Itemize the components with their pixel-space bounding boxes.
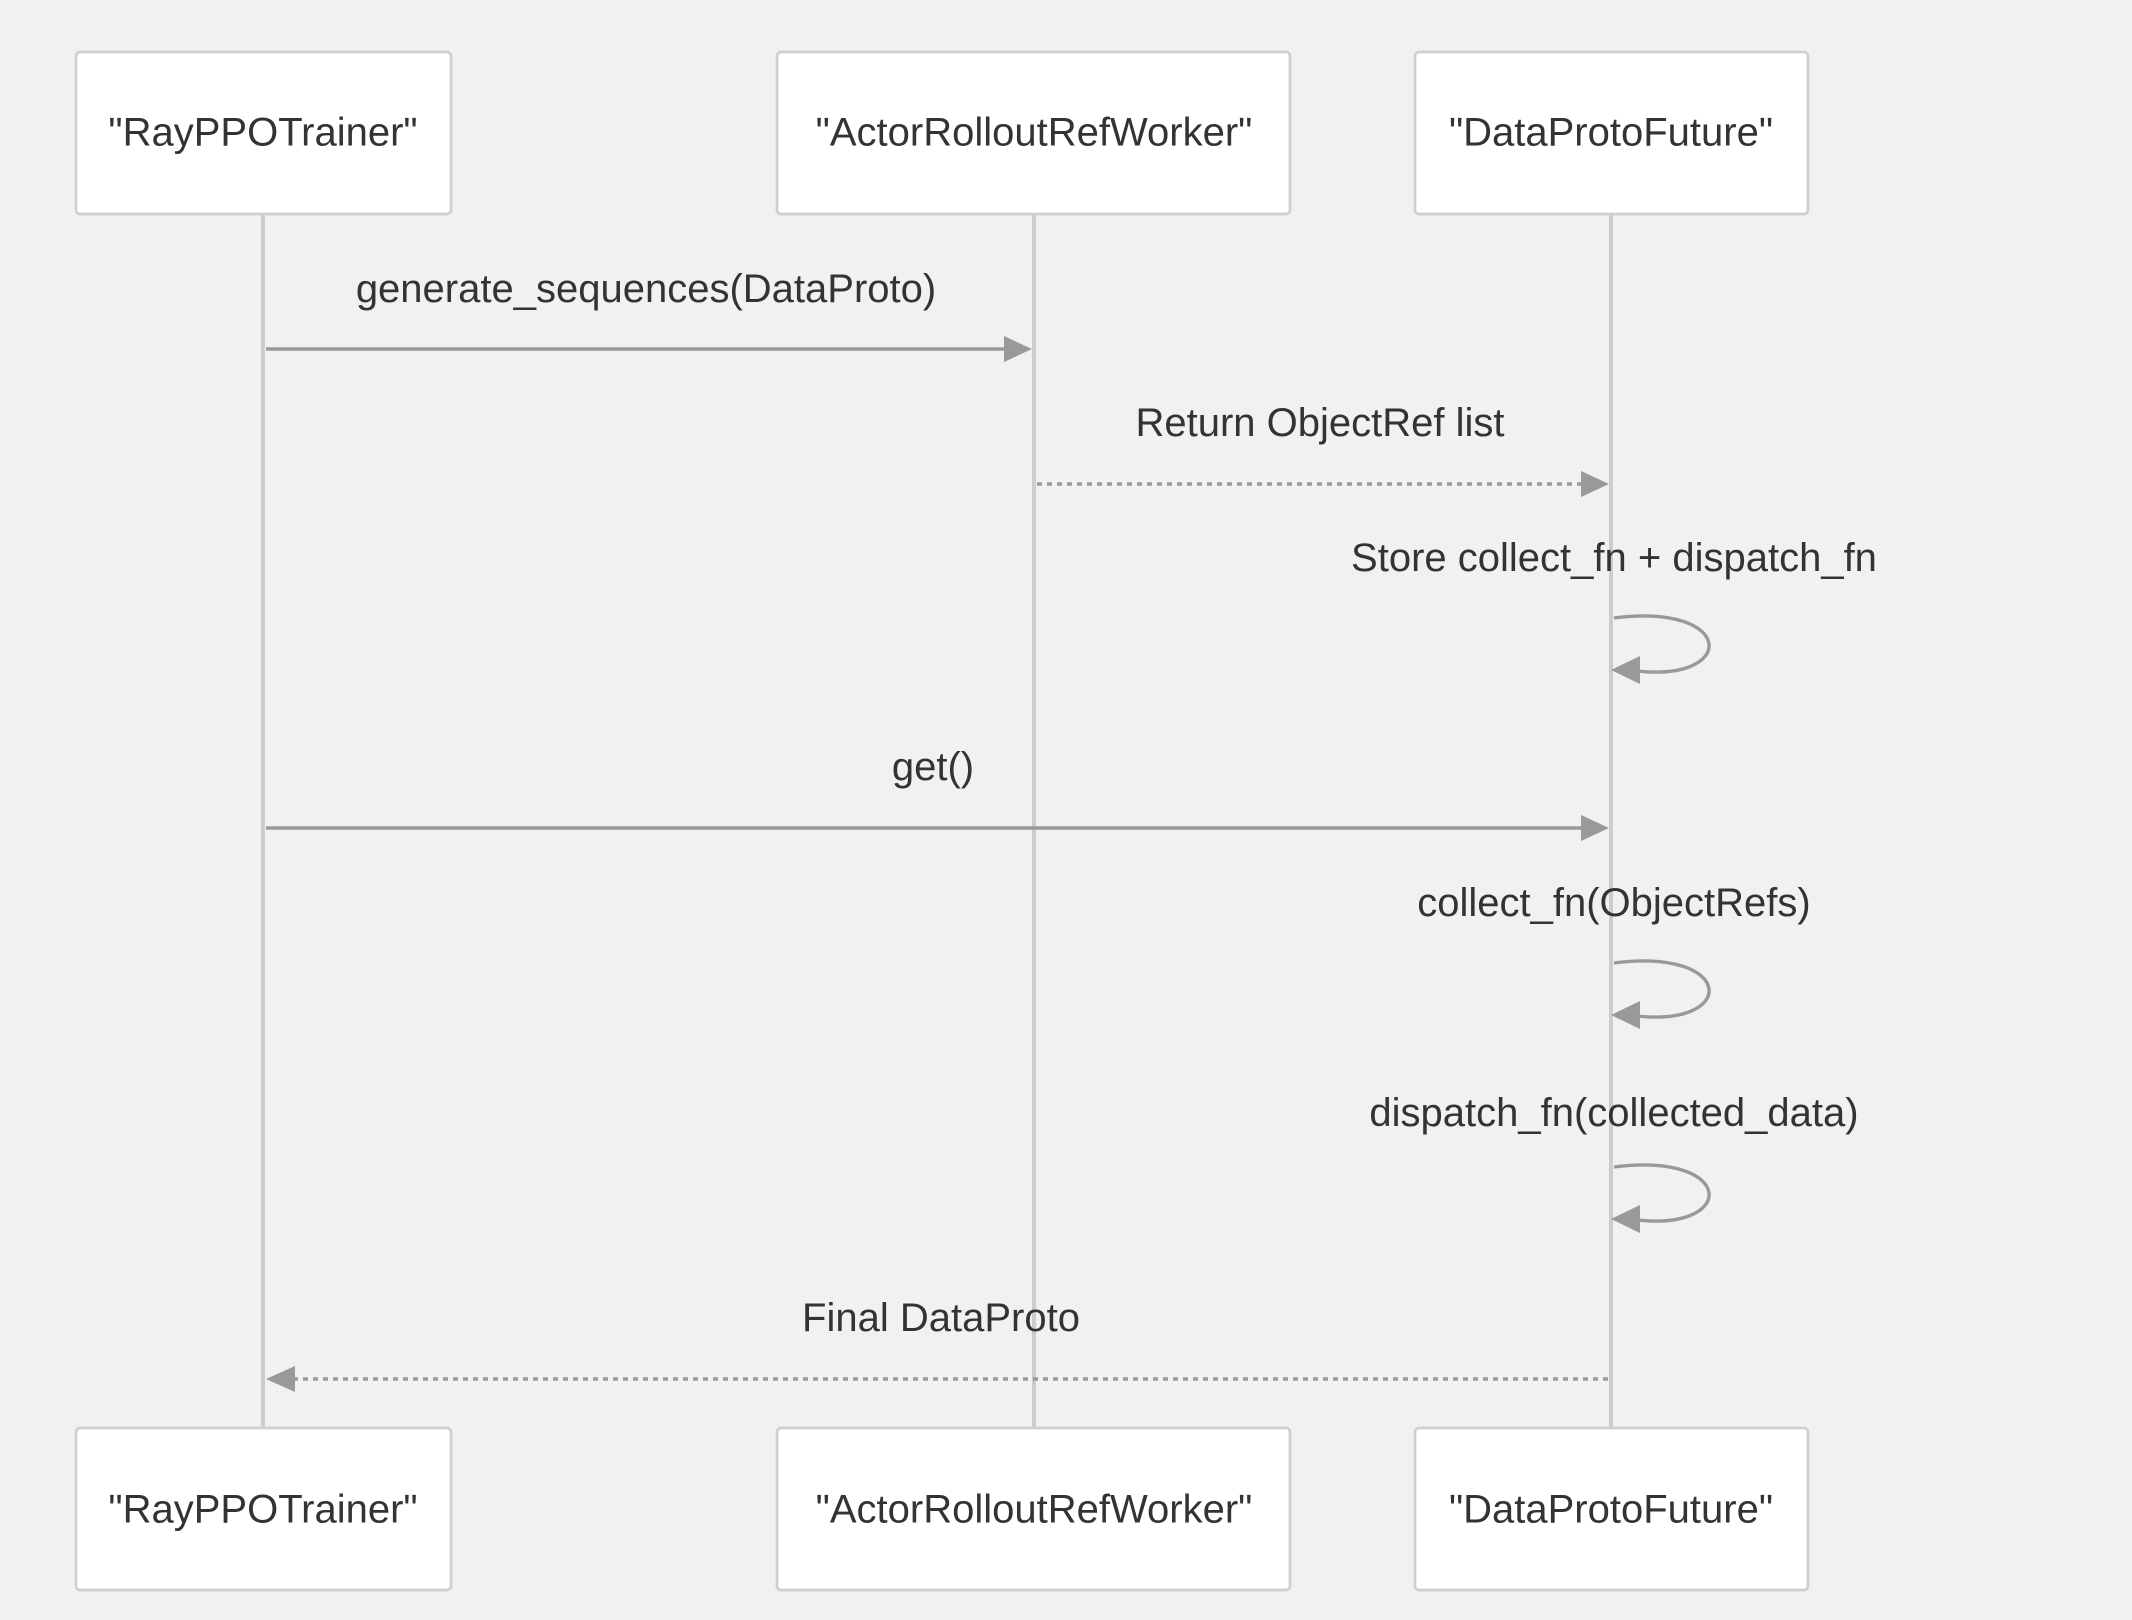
participant-future-top: "DataProtoFuture" xyxy=(1413,50,1810,216)
message-store-fns-self-loop: Store collect_fn + dispatch_fn xyxy=(1351,536,1877,684)
message-return-objectref-list: Return ObjectRef list xyxy=(1037,401,1609,497)
participant-trainer-bottom: "RayPPOTrainer" xyxy=(74,1426,453,1592)
message-get: get() xyxy=(266,745,1609,841)
message-label: collect_fn(ObjectRefs) xyxy=(1417,881,1810,925)
message-label: generate_sequences(DataProto) xyxy=(356,267,936,311)
participant-future-bottom: "DataProtoFuture" xyxy=(1413,1426,1810,1592)
self-loop-arc xyxy=(1613,1163,1711,1223)
message-collect-fn-self-loop: collect_fn(ObjectRefs) xyxy=(1417,881,1811,1029)
participant-label: "RayPPOTrainer" xyxy=(108,1488,417,1532)
message-label: get() xyxy=(892,745,974,789)
arrow-head-icon xyxy=(1611,1001,1640,1029)
participant-worker-bottom: "ActorRolloutRefWorker" xyxy=(775,1426,1292,1592)
self-loop-arc xyxy=(1613,959,1711,1019)
participant-label: "DataProtoFuture" xyxy=(1449,111,1773,155)
participant-label: "ActorRolloutRefWorker" xyxy=(816,111,1253,155)
arrow-head-icon xyxy=(266,1366,295,1392)
arrow-head-icon xyxy=(1611,1205,1640,1233)
arrow-head-icon xyxy=(1611,656,1640,684)
participant-label: "RayPPOTrainer" xyxy=(108,111,417,155)
message-label: Store collect_fn + dispatch_fn xyxy=(1351,536,1877,580)
message-label: Final DataProto xyxy=(802,1296,1080,1340)
participant-label: "DataProtoFuture" xyxy=(1449,1488,1773,1532)
message-final-dataproto: Final DataProto xyxy=(266,1296,1608,1392)
message-generate-sequences: generate_sequences(DataProto) xyxy=(266,267,1032,362)
participant-trainer-top: "RayPPOTrainer" xyxy=(74,50,453,216)
message-label: Return ObjectRef list xyxy=(1135,401,1504,445)
participant-label: "ActorRolloutRefWorker" xyxy=(816,1488,1253,1532)
arrow-head-icon xyxy=(1581,471,1609,497)
arrow-head-icon xyxy=(1581,815,1609,841)
arrow-head-icon xyxy=(1004,336,1032,362)
self-loop-arc xyxy=(1613,614,1711,674)
message-label: dispatch_fn(collected_data) xyxy=(1369,1091,1858,1135)
participant-worker-top: "ActorRolloutRefWorker" xyxy=(775,50,1292,216)
message-dispatch-fn-self-loop: dispatch_fn(collected_data) xyxy=(1369,1091,1859,1233)
